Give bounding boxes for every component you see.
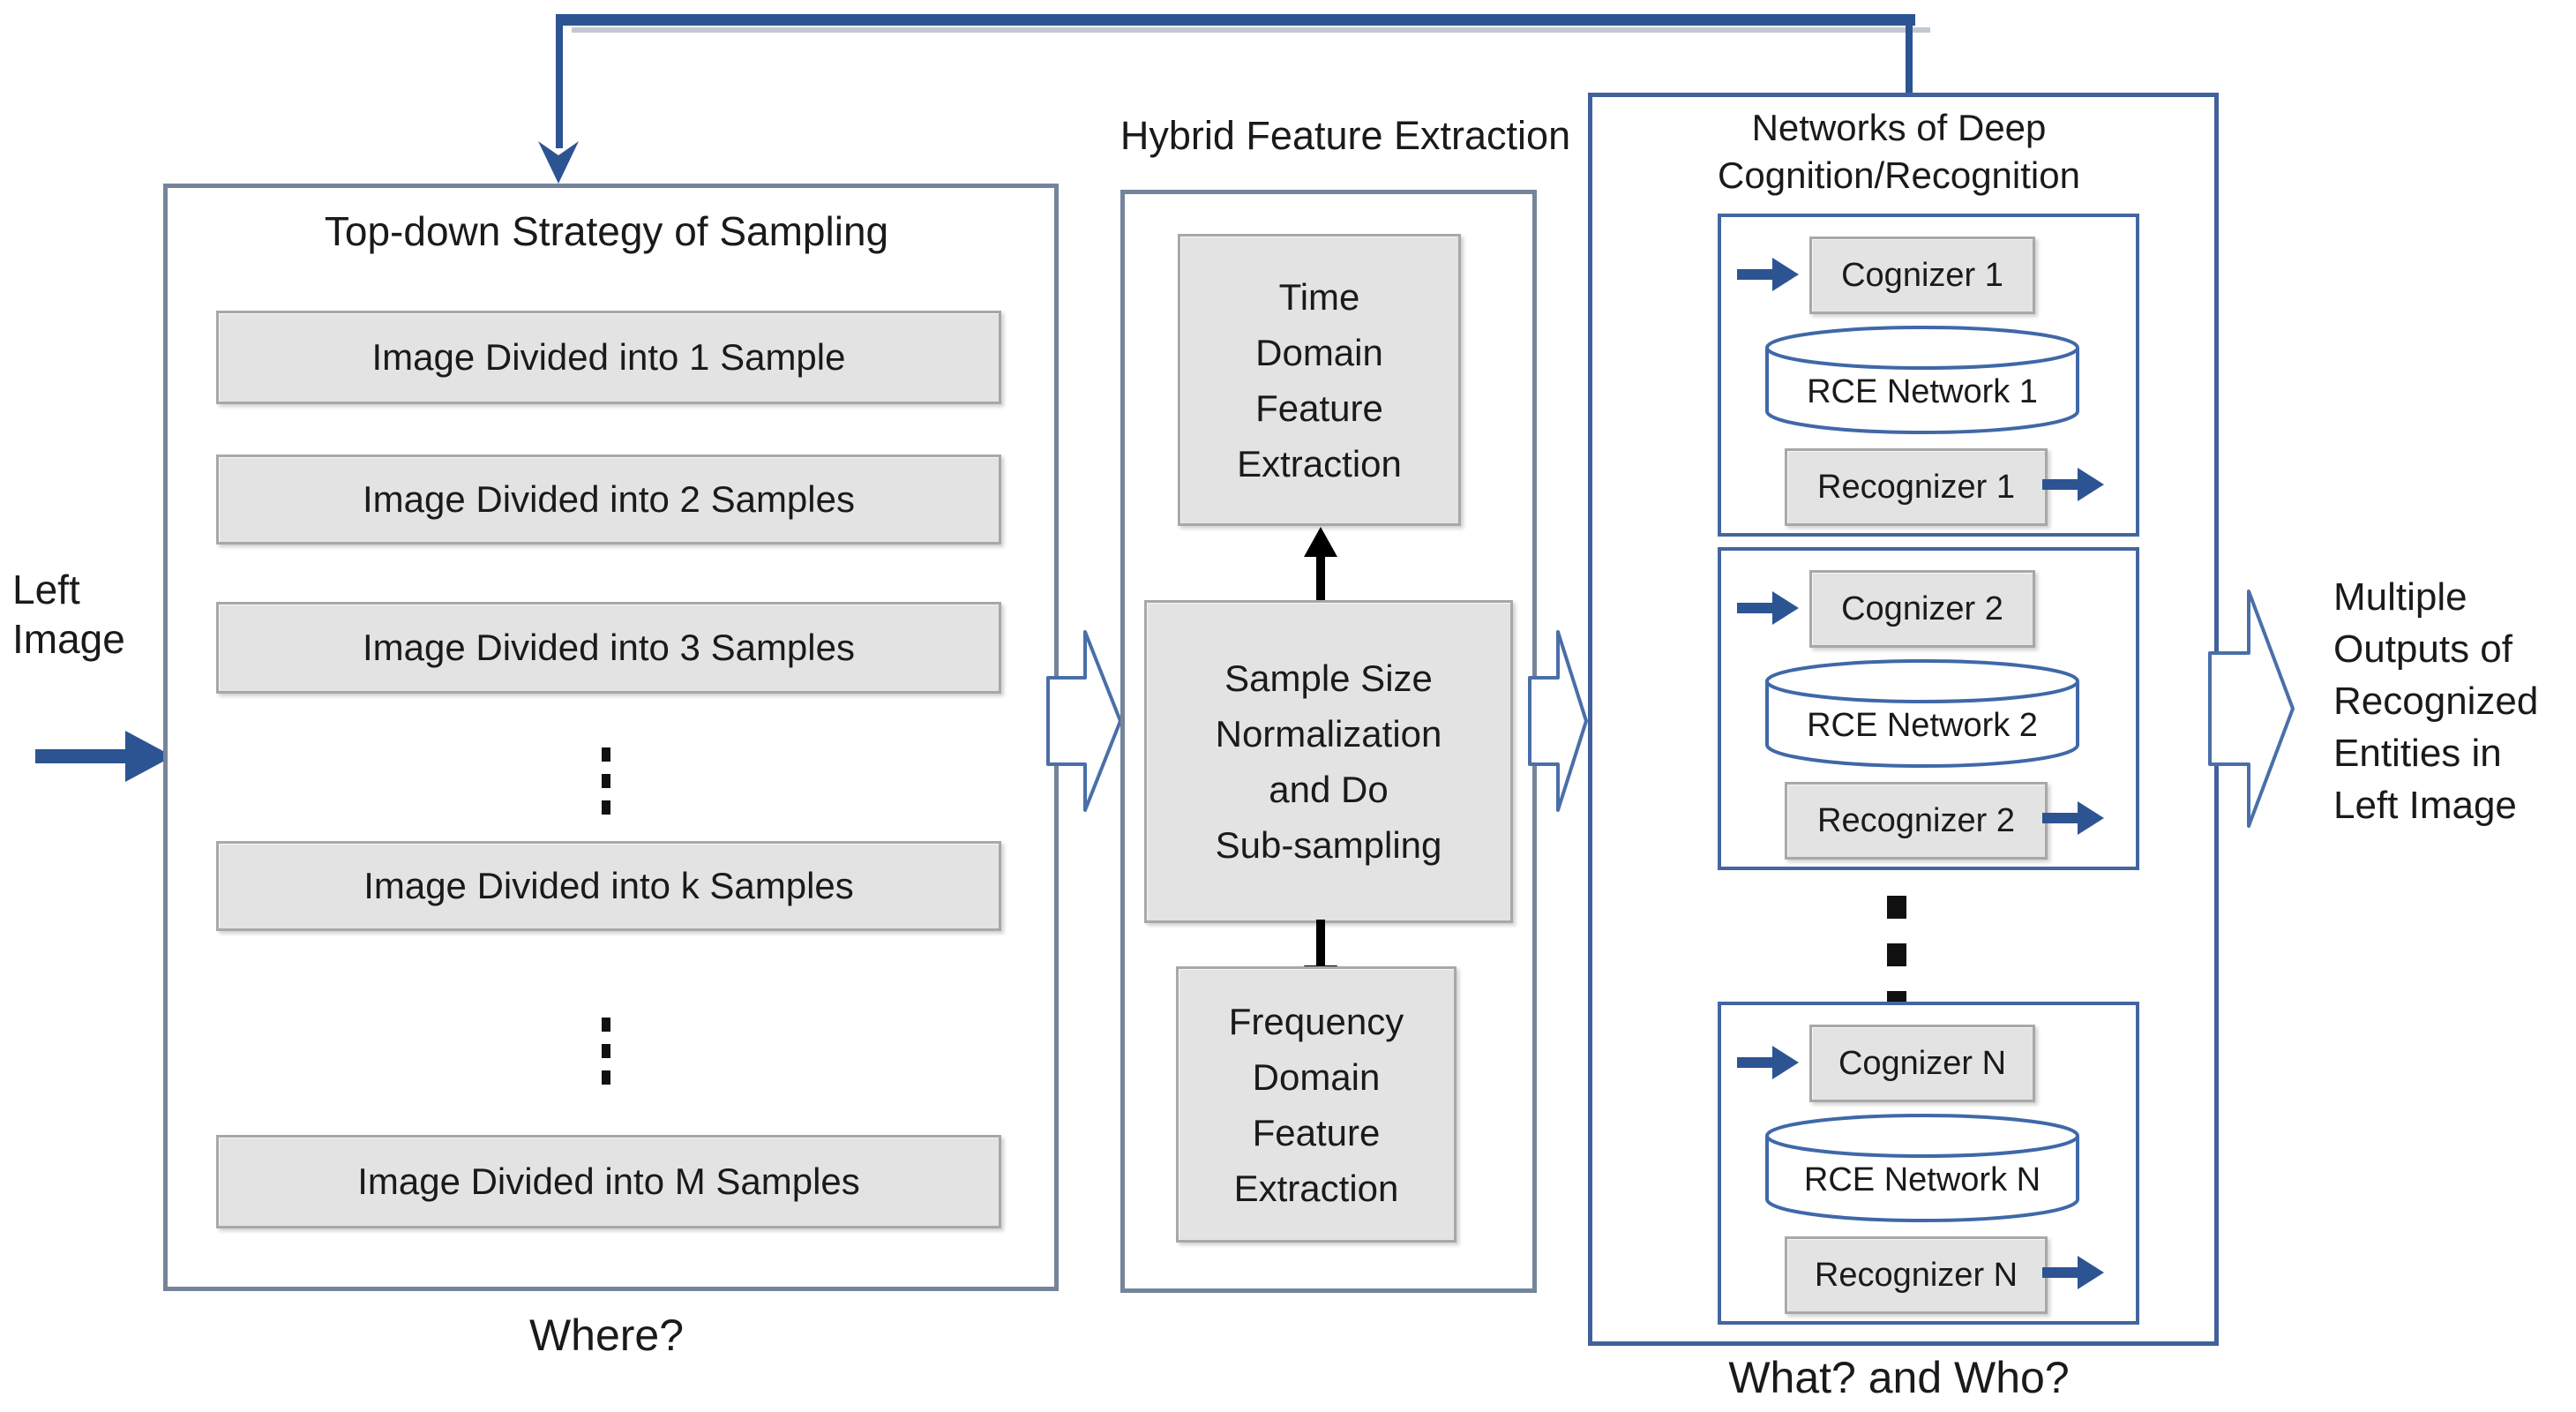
networks-panel-title: Networks of Deep Cognition/Recognition [1718, 107, 2080, 196]
feature-panel: Time Domain Feature Extraction Sample Si… [1120, 190, 1537, 1293]
up-arrow-icon [1304, 527, 1337, 603]
block-arrow-networks-to-output-icon [2208, 590, 2295, 828]
vertical-ellipsis-icon [602, 747, 610, 815]
output-label: Multiple Outputs of Recognized Entities … [2333, 575, 2539, 827]
frequency-domain-box: Frequency Domain Feature Extraction [1176, 966, 1456, 1243]
output-arrow-icon [2042, 801, 2104, 835]
cognizer-box: Cognizer 1 [1809, 237, 2035, 314]
vertical-square-ellipsis-icon [1887, 896, 1906, 1014]
cognizer-box: Cognizer 2 [1809, 570, 2035, 648]
rce-network-cylinder: RCE Network 1 [1764, 323, 2081, 438]
sample-row-1: Image Divided into 1 Sample [216, 311, 1001, 404]
left-image-input-arrow-icon [35, 731, 173, 782]
feedback-arrow [538, 14, 1930, 184]
output-arrow-icon [2042, 468, 2104, 501]
recognizer-box: Recognizer 1 [1785, 448, 2048, 526]
sampling-panel-title: Top-down Strategy of Sampling [324, 208, 889, 254]
recognizer-box: Recognizer N [1785, 1236, 2048, 1314]
input-arrow-icon [1737, 258, 1799, 291]
vertical-ellipsis-icon [602, 1018, 610, 1085]
input-arrow-icon [1737, 591, 1799, 625]
networks-panel: Networks of Deep Cognition/Recognition C… [1588, 93, 2219, 1346]
rce-network-cylinder: RCE Network 2 [1764, 657, 2081, 771]
sample-row-2: Image Divided into 2 Samples [216, 454, 1001, 545]
cognizer-box: Cognizer N [1809, 1025, 2035, 1102]
sample-row-k: Image Divided into k Samples [216, 841, 1001, 931]
rce-network-label: RCE Network N [1803, 1160, 2041, 1198]
block-arrow-feature-to-networks-icon [1528, 630, 1588, 812]
normalization-box: Sample Size Normalization and Do Sub-sam… [1144, 600, 1513, 923]
what-who-caption: What? and Who? [1728, 1353, 2070, 1402]
rce-network-cylinder: RCE Network N [1764, 1111, 2081, 1226]
sample-row-M: Image Divided into M Samples [216, 1135, 1001, 1228]
rce-network-label: RCE Network 1 [1807, 372, 2038, 410]
recognizer-box: Recognizer 2 [1785, 782, 2048, 860]
time-domain-box: Time Domain Feature Extraction [1178, 234, 1461, 526]
network-unit-2: Cognizer 2 RCE Network 2 Recognizer 2 [1718, 547, 2139, 870]
where-caption: Where? [528, 1311, 685, 1360]
sampling-panel: Top-down Strategy of Sampling Image Divi… [163, 184, 1059, 1291]
block-arrow-sampling-to-feature-icon [1046, 630, 1122, 812]
network-unit-1: Cognizer 1 RCE Network 1 Recognizer 1 [1718, 214, 2139, 537]
left-image-label: Left Image [12, 567, 125, 663]
rce-network-label: RCE Network 2 [1807, 706, 2038, 744]
output-arrow-icon [2042, 1256, 2104, 1289]
sample-row-3: Image Divided into 3 Samples [216, 602, 1001, 694]
feature-panel-label: Hybrid Feature Extraction [1120, 113, 1571, 158]
network-unit-N: Cognizer N RCE Network N Recognizer N [1718, 1002, 2139, 1325]
input-arrow-icon [1737, 1046, 1799, 1079]
